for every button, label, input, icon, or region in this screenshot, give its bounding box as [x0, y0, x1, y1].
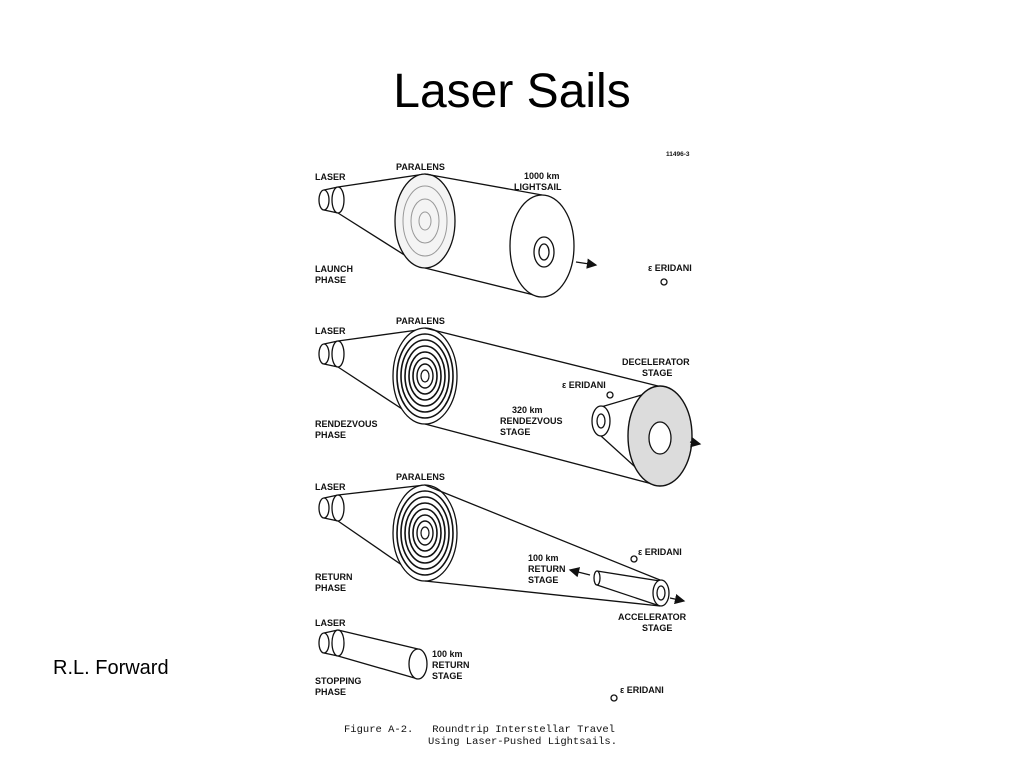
launch-sail-label: LIGHTSAIL [514, 182, 562, 192]
return-laser-label: LASER [315, 482, 346, 492]
launch-laser-emitter [318, 189, 330, 211]
rendezvous-stage-label-2: STAGE [500, 427, 530, 437]
stopping-laser-label: LASER [315, 618, 346, 628]
stopping-star-label: ε ERIDANI [620, 685, 664, 695]
launch-phase-panel: LASER PARALENS 1000 km LIGHTSAIL LAUNCH … [315, 162, 692, 298]
stopping-star-marker [610, 694, 618, 702]
lightsail-diagram-svg: 11496-3 LASER PARALENS 1000 km LIGHTSAIL… [315, 151, 702, 748]
launch-paralens-label: PARALENS [396, 162, 445, 172]
launch-star-marker [660, 278, 668, 286]
rendezvous-phase-panel: LASER PARALENS DECELERATOR STAGE ε ERIDA… [315, 316, 702, 487]
rendezvous-paralens [392, 327, 458, 425]
rendezvous-paralens-label: PARALENS [396, 316, 445, 326]
stopping-stage-label-1: RETURN [432, 660, 470, 670]
stopping-phase-label-2: PHASE [315, 687, 346, 697]
return-stage-size-label: 100 km [528, 553, 559, 563]
accelerator-label-1: ACCELERATOR [618, 612, 687, 622]
decelerator-label-2: STAGE [642, 368, 672, 378]
stopping-phase-label-1: STOPPING [315, 676, 361, 686]
slide-title: Laser Sails [393, 65, 631, 118]
launch-paralens [394, 173, 456, 269]
rendezvous-stage-size-label: 320 km [512, 405, 543, 415]
accelerator-direction-arrow [669, 594, 686, 605]
return-direction-arrow [568, 567, 591, 578]
stopping-stage [408, 648, 428, 680]
launch-sail-size-label: 1000 km [524, 171, 560, 181]
launch-direction-arrow [575, 258, 598, 269]
stopping-phase-panel: LASER 100 km RETURN STAGE STOPPING PHASE… [315, 618, 664, 702]
launch-phase-label-1: LAUNCH [315, 264, 353, 274]
launch-phase-label-2: PHASE [315, 275, 346, 285]
author-credit: R.L. Forward [53, 657, 169, 679]
decelerator-label-1: DECELERATOR [622, 357, 690, 367]
return-phase-panel: LASER PARALENS ε ERIDANI 100 km RETURN S… [315, 472, 687, 633]
rendezvous-phase-label-1: RENDEZVOUS [315, 419, 378, 429]
stopping-stage-label-2: STAGE [432, 671, 462, 681]
return-phase-label-1: RETURN [315, 572, 353, 582]
return-stage-label-2: STAGE [528, 575, 558, 585]
rendezvous-star-label: ε ERIDANI [562, 380, 606, 390]
stopping-laser-emitter [318, 632, 330, 654]
accelerator-label-2: STAGE [642, 623, 672, 633]
launch-star-label: ε ERIDANI [648, 263, 692, 273]
rendezvous-phase-label-2: PHASE [315, 430, 346, 440]
lightsail-diagram: 11496-3 LASER PARALENS 1000 km LIGHTSAIL… [300, 140, 720, 755]
return-star-marker [630, 555, 638, 563]
figure-caption-line-1: Figure A-2. Roundtrip Interstellar Trave… [344, 724, 615, 736]
stopping-stage-size-label: 100 km [432, 649, 463, 659]
figure-id: 11496-3 [666, 151, 690, 158]
return-star-label: ε ERIDANI [638, 547, 682, 557]
rendezvous-star-marker [606, 391, 614, 399]
return-paralens-label: PARALENS [396, 472, 445, 482]
return-stage-label-1: RETURN [528, 564, 566, 574]
figure-caption-line-2: Using Laser-Pushed Lightsails. [428, 736, 617, 748]
return-phase-label-2: PHASE [315, 583, 346, 593]
rendezvous-stage-label-1: RENDEZVOUS [500, 416, 563, 426]
rendezvous-laser-label: LASER [315, 326, 346, 336]
return-stage [593, 570, 601, 586]
rendezvous-laser-emitter [318, 343, 330, 365]
launch-laser-label: LASER [315, 172, 346, 182]
return-laser-emitter [318, 497, 330, 519]
return-paralens [392, 484, 458, 582]
rendezvous-direction-arrow [689, 437, 702, 448]
